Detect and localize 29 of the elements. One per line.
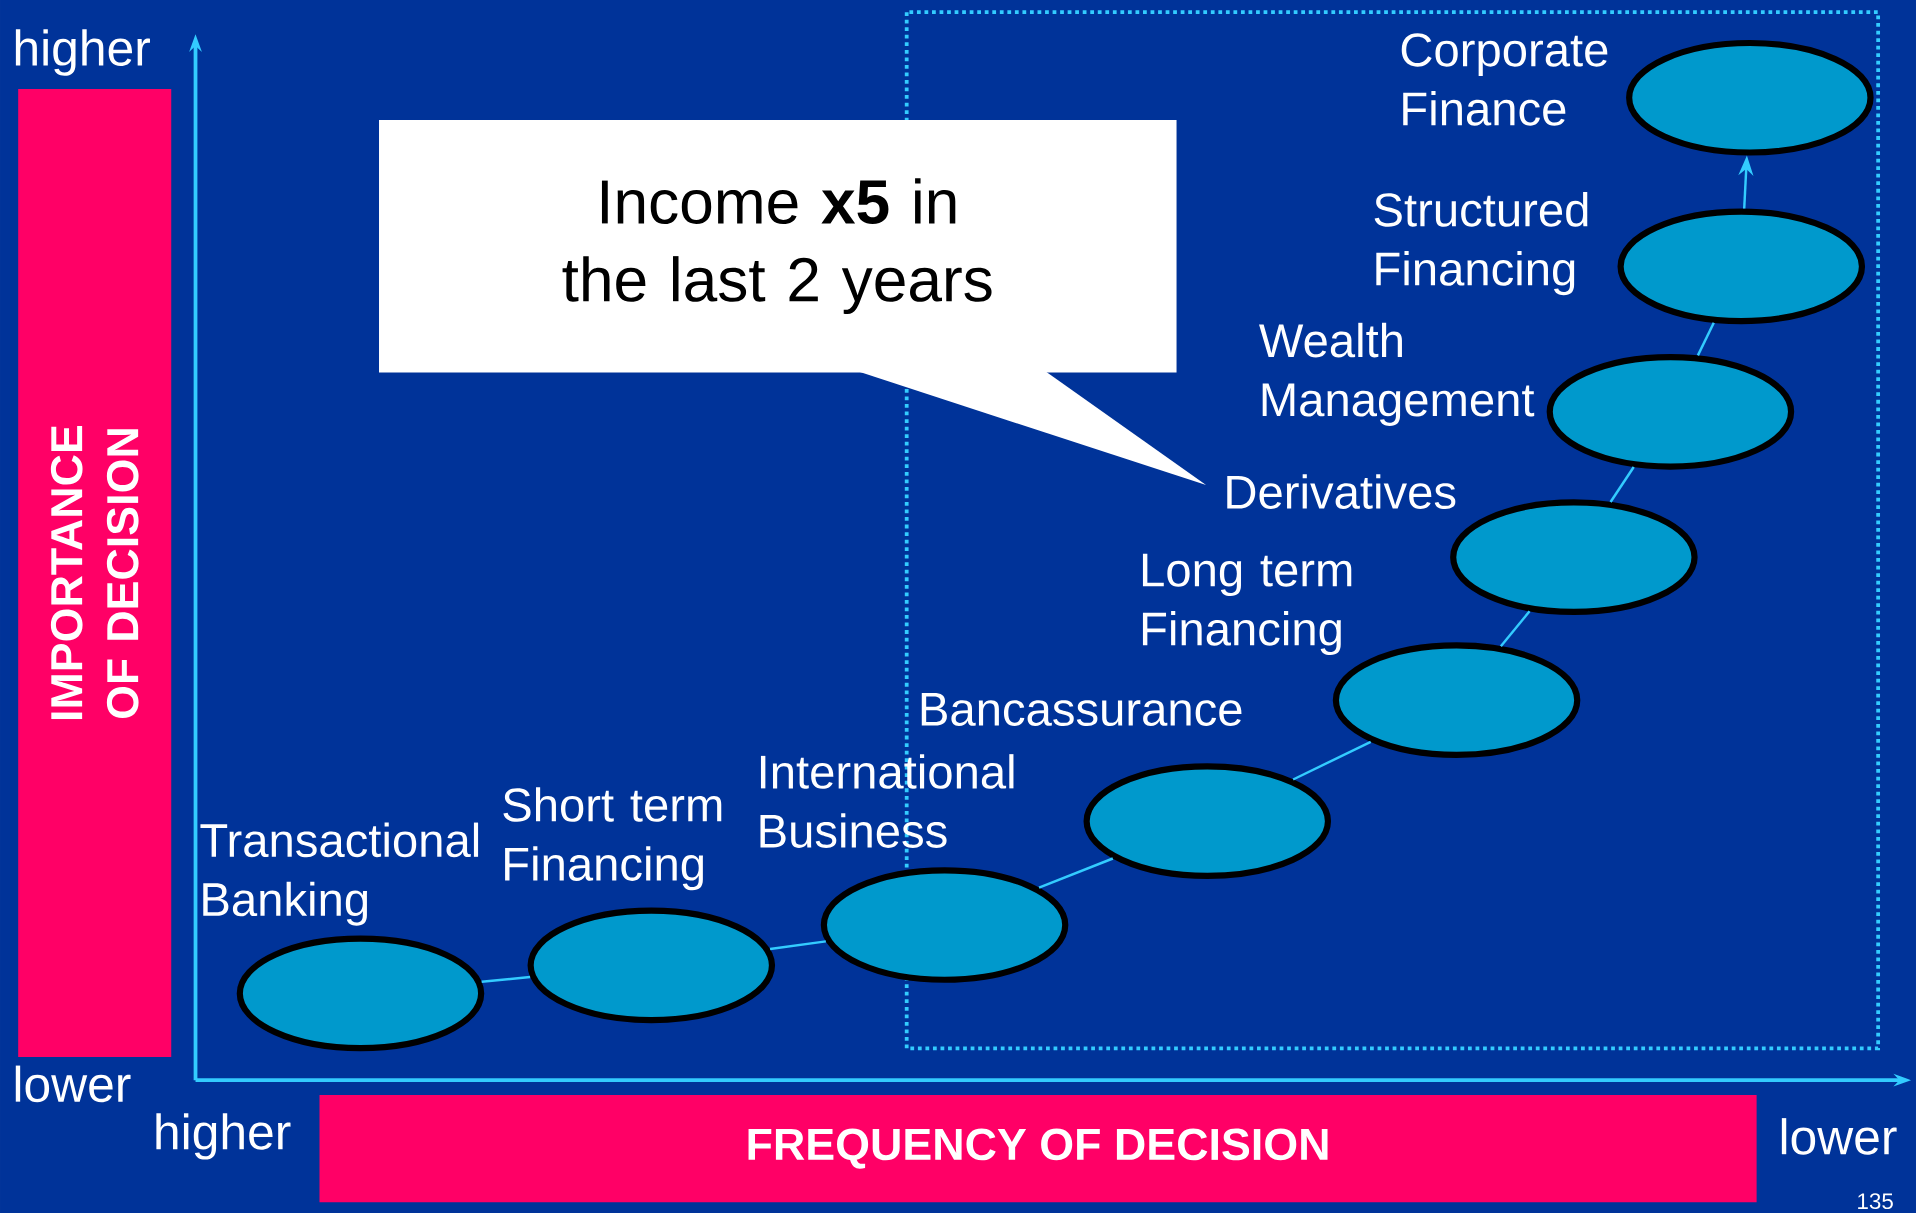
connector-line	[1292, 740, 1372, 781]
ellipse	[1546, 353, 1795, 470]
ellipse	[236, 935, 485, 1052]
ellipse	[1617, 208, 1866, 325]
connector-line	[1696, 322, 1715, 356]
axis-label: lower	[15, 1065, 131, 1102]
label-band: FREQUENCY OF DECISION	[319, 1094, 1757, 1202]
node-label: Long term Financing	[1142, 553, 1352, 655]
node-label: Short term Financing	[503, 786, 722, 891]
connector-line	[769, 939, 826, 951]
page-number: 135	[1858, 1193, 1893, 1209]
axis-label: higher	[156, 1113, 291, 1160]
connector-line	[1499, 610, 1531, 647]
connector-line	[481, 975, 531, 983]
node-label: Corporate Finance	[1401, 33, 1608, 126]
node-label: Bancassurance	[921, 692, 1242, 726]
ellipse	[527, 907, 776, 1023]
node-label: Transactional Banking	[200, 822, 479, 926]
connector-line	[1609, 466, 1635, 503]
connector-line	[1038, 857, 1114, 889]
node-label: Wealth Management	[1259, 322, 1535, 426]
ellipse	[1626, 39, 1874, 156]
node-label: Derivatives	[1227, 474, 1456, 509]
callout-box: Income x5 in the last 2 years	[379, 119, 1207, 485]
ellipse	[1083, 763, 1332, 879]
node-label: Structured Financing	[1374, 191, 1588, 295]
label-band: IMPORTANCE OF DECISION	[18, 88, 172, 1057]
ellipse	[820, 867, 1069, 983]
node-label: International Business	[760, 753, 1014, 848]
